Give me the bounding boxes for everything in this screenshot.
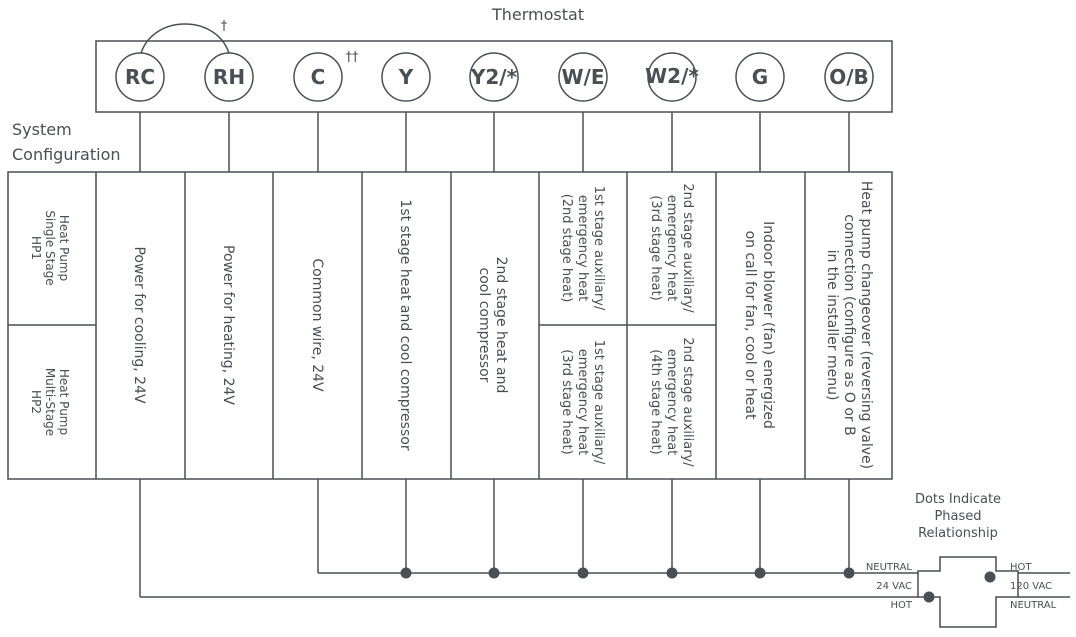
terminal-ob: O/B [824, 52, 874, 102]
desc-we-bottom: 1st stage auxiliary/ emergency heat (3rd… [559, 340, 606, 465]
desc-w2-bottom: 2nd stage auxiliary/ emergency heat (4th… [648, 337, 695, 467]
desc-g-line2: on call for fan, cool or heat [742, 231, 758, 420]
desc-c-line1: Common wire, 24V [309, 258, 325, 392]
terminal-c-label: C [311, 65, 326, 89]
terminal-we: W/E [558, 52, 608, 102]
terminal-w2: W2/* [645, 52, 699, 102]
junction-dot-ob [843, 567, 855, 579]
desc-rc: Power for cooling, 24V [131, 246, 147, 404]
desc-g: Indoor blower (fan) energized on call fo… [742, 221, 776, 429]
desc-w2-top: 2nd stage auxiliary/ emergency heat (3rd… [648, 183, 695, 313]
desc-we-bottom-line3: (3rd stage heat) [559, 349, 574, 454]
desc-we-bottom-line1: 1st stage auxiliary/ [591, 340, 606, 465]
desc-we-bottom-line2: emergency heat [575, 349, 590, 456]
junction-dot-g [754, 567, 766, 579]
desc-w2-top-line1: 2nd stage auxiliary/ [680, 183, 695, 313]
junction-dot-we [577, 567, 589, 579]
desc-w2-top-line3: (3rd stage heat) [648, 195, 663, 300]
desc-g-line1: Indoor blower (fan) energized [760, 221, 776, 429]
config-hp1-line3: HP1 [29, 236, 43, 260]
desc-w2-bottom-line1: 2nd stage auxiliary/ [680, 337, 695, 467]
terminal-y-label: Y [398, 65, 414, 89]
junction-dot-y [400, 567, 412, 579]
desc-ob-line1: Heat pump changeover (reversing valve) [858, 181, 874, 469]
terminal-ob-label: O/B [829, 65, 869, 89]
desc-rh-line1: Power for heating, 24V [220, 245, 236, 405]
config-hp1-line1: Heat Pump [57, 215, 71, 281]
desc-w2-bottom-line2: emergency heat [664, 349, 679, 456]
desc-ob-line3: in the installer menu) [824, 250, 840, 401]
terminal-c: C [293, 52, 343, 102]
diagram-title: Thermostat [491, 5, 584, 24]
label-24vac: 24 VAC [876, 581, 912, 592]
terminal-y: Y [381, 52, 431, 102]
desc-we-top-line3: (2nd stage heat) [559, 194, 574, 303]
terminal-rh: RH [204, 52, 254, 102]
desc-we-top: 1st stage auxiliary/ emergency heat (2nd… [559, 186, 606, 311]
terminal-rc: RC [115, 52, 165, 102]
config-hp1-line2: Single Stage [43, 210, 57, 285]
desc-c: Common wire, 24V [309, 258, 325, 392]
upper-leads [139, 112, 850, 172]
desc-y2-line2: cool compressor [476, 268, 492, 383]
terminal-g-label: G [752, 65, 768, 89]
config-hp2-line1: Heat Pump [57, 369, 71, 435]
phase-note-line1: Dots Indicate [915, 492, 1001, 507]
junction-dots [400, 567, 855, 579]
config-hp2-line2: Multi-Stage [43, 368, 57, 436]
terminal-we-label: W/E [561, 65, 604, 89]
desc-rc-line1: Power for cooling, 24V [131, 246, 147, 404]
desc-y-line1: 1st stage heat and cool compressor [397, 199, 413, 450]
label-neutral-left: NEUTRAL [866, 562, 913, 573]
phase-note-line2: Phased [934, 509, 981, 524]
transformer-symbol [917, 556, 1019, 628]
lower-wiring [139, 479, 1070, 598]
desc-y: 1st stage heat and cool compressor [397, 199, 413, 450]
junction-dot-y2 [488, 567, 500, 579]
label-neutral-right: NEUTRAL [1010, 600, 1057, 611]
transformer-dot-secondary [923, 591, 935, 603]
terminal-y2-label: Y2/* [470, 65, 518, 89]
rc-rh-jumper [139, 23, 231, 58]
desc-ob-line2: connection (configure as O or B [841, 214, 857, 435]
jumper-note-mark: † [221, 19, 228, 34]
terminal-rc-label: RC [125, 65, 155, 89]
transformer-dot-primary [984, 571, 996, 583]
config-table [7, 171, 893, 480]
label-hot-right: HOT [1010, 562, 1032, 573]
terminal-y2: Y2/* [469, 52, 519, 102]
phase-note-line3: Relationship [918, 526, 998, 541]
config-hp1: Heat Pump Single Stage HP1 [29, 210, 71, 285]
system-label: System [12, 120, 72, 139]
desc-w2-top-line2: emergency heat [664, 195, 679, 302]
common-note-mark: †† [346, 50, 360, 65]
terminal-w2-label: W2/* [645, 64, 699, 88]
desc-y2-line1: 2nd stage heat and [493, 257, 509, 394]
desc-y2: 2nd stage heat and cool compressor [476, 257, 509, 394]
desc-ob: Heat pump changeover (reversing valve) c… [824, 181, 874, 469]
desc-we-top-line2: emergency heat [575, 195, 590, 302]
config-hp2-line3: HP2 [29, 390, 43, 414]
desc-rh: Power for heating, 24V [220, 245, 236, 405]
configuration-label: Configuration [12, 145, 121, 164]
junction-dot-w2 [666, 567, 678, 579]
desc-we-top-line1: 1st stage auxiliary/ [591, 186, 606, 311]
label-hot-left: HOT [891, 600, 913, 611]
config-hp2: Heat Pump Multi-Stage HP2 [29, 368, 71, 436]
desc-w2-bottom-line3: (4th stage heat) [648, 349, 663, 454]
terminal-g: G [735, 52, 785, 102]
terminal-rh-label: RH [213, 65, 245, 89]
label-120vac: 120 VAC [1010, 581, 1052, 592]
